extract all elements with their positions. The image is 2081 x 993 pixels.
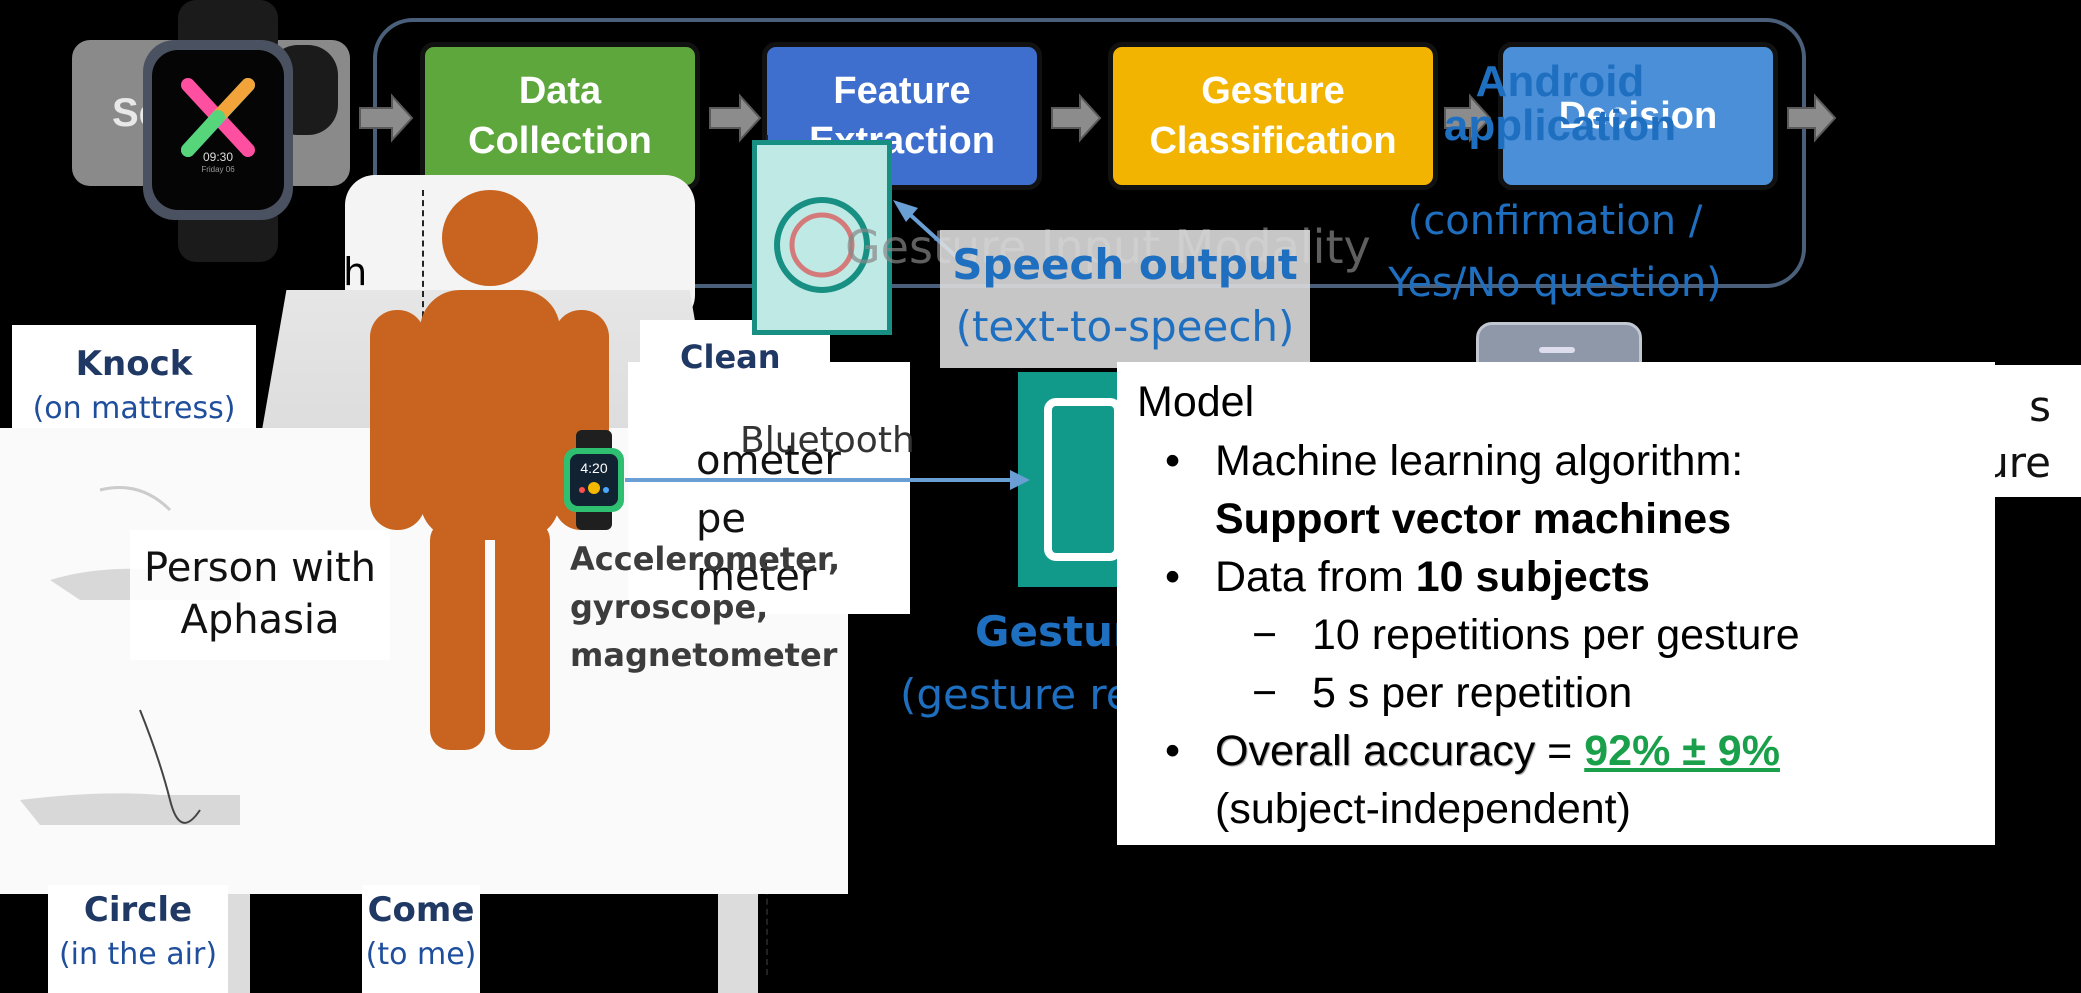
bluetooth-arrowhead-icon bbox=[1010, 470, 1030, 490]
gesture-circle-label: Circle bbox=[83, 890, 193, 930]
dash-glyph: − bbox=[1252, 611, 1278, 659]
model-bullet-accuracy: • Overall accuracy = 92% ± 9% (subject-i… bbox=[1137, 722, 1975, 838]
speech-output-box: Speech output (text-to-speech) bbox=[940, 230, 1310, 368]
gesture-recognition-title: Gestur bbox=[975, 607, 1134, 656]
watch-screen-time: 09:30 bbox=[202, 150, 234, 164]
confirmation-label: (confirmation / Yes/No question) bbox=[1388, 198, 1722, 306]
gesture-panel-knock: Knock (on mattress) bbox=[12, 325, 256, 435]
accuracy-value: 92% ± 9% bbox=[1584, 727, 1780, 775]
wrist-watch: 4:20 bbox=[562, 430, 626, 530]
gesture-knock-label: Knock bbox=[75, 344, 193, 384]
model-box: Model • Machine learning algorithm: Supp… bbox=[1117, 362, 1995, 845]
gesture-classification-stage: Gesture Classification bbox=[1108, 42, 1438, 190]
decision-stage: Decision bbox=[1498, 42, 1778, 190]
gesture-clean-panel: Clean bbox=[640, 320, 830, 376]
gesture-recognition-subtitle: (gesture re bbox=[900, 670, 1132, 719]
phone-speaker-slot bbox=[1539, 347, 1575, 353]
gesture-knock-sub: (on mattress) bbox=[32, 391, 236, 426]
person-with-aphasia-label: Person with Aphasia bbox=[130, 530, 390, 660]
data-collection-stage: Data Collection bbox=[420, 42, 700, 190]
arrow-3-icon bbox=[1051, 93, 1102, 143]
sensor-overlay-text: ometer pe meter bbox=[696, 438, 841, 600]
speech-output-title: Speech output bbox=[952, 240, 1298, 289]
gesture-come-sub: (to me) bbox=[365, 937, 477, 972]
smartwatch-image: 09:30 Friday 06 bbox=[118, 0, 353, 262]
sensor-text-panel: ometer pe meter bbox=[628, 362, 910, 614]
sensors-label: Accelerometer, gyroscope, magnetometer bbox=[570, 540, 841, 674]
bullet-glyph: • bbox=[1165, 727, 1181, 775]
gesture-panel-come: Come (to me) bbox=[362, 885, 480, 993]
wrist-watch-icon bbox=[564, 430, 624, 530]
arrow-4-icon bbox=[1444, 93, 1492, 143]
bluetooth-label: Bluetooth bbox=[740, 420, 915, 461]
gesture-clean-label: Clean bbox=[680, 338, 781, 376]
wrist-watch-time: 4:20 bbox=[580, 460, 608, 476]
model-sub-duration: − 5 s per repetition bbox=[1137, 664, 1975, 722]
model-title: Model bbox=[1137, 378, 1255, 426]
speaker-device bbox=[752, 140, 892, 335]
android-application-label: Android application bbox=[1443, 57, 1677, 150]
model-bullet-algorithm: • Machine learning algorithm: Support ve… bbox=[1137, 432, 1975, 548]
model-sub-repetitions: − 10 repetitions per gesture bbox=[1137, 606, 1975, 664]
arrow-2-icon bbox=[709, 93, 762, 143]
arm-circle-icon bbox=[20, 709, 240, 825]
dash-glyph: − bbox=[1252, 669, 1278, 717]
speaker-icon bbox=[774, 197, 870, 293]
bullet-glyph: • bbox=[1165, 553, 1181, 601]
arrow-1-icon bbox=[359, 93, 414, 143]
smartwatch-icon bbox=[143, 0, 338, 262]
person-figure bbox=[368, 190, 628, 750]
model-bullets: • Machine learning algorithm: Support ve… bbox=[1137, 432, 1975, 838]
speech-output-subtitle: (text-to-speech) bbox=[955, 302, 1295, 351]
model-bullet-data: • Data from 10 subjects bbox=[1137, 548, 1975, 606]
gesture-come-label: Come bbox=[367, 890, 475, 930]
gesture-panel-circle: Circle (in the air) bbox=[48, 885, 228, 993]
speech-arrowhead-icon bbox=[893, 200, 918, 222]
watch-screen-date: Friday 06 bbox=[201, 165, 235, 174]
smartwatch-label: atch bbox=[284, 250, 368, 294]
person-icon bbox=[370, 190, 609, 750]
bullet-glyph: • bbox=[1165, 437, 1181, 485]
gesture-arm-circle bbox=[20, 700, 240, 850]
pipeline-arrows bbox=[359, 93, 1837, 143]
gesture-circle-sub: (in the air) bbox=[58, 937, 218, 972]
arrow-5-icon bbox=[1787, 93, 1837, 143]
